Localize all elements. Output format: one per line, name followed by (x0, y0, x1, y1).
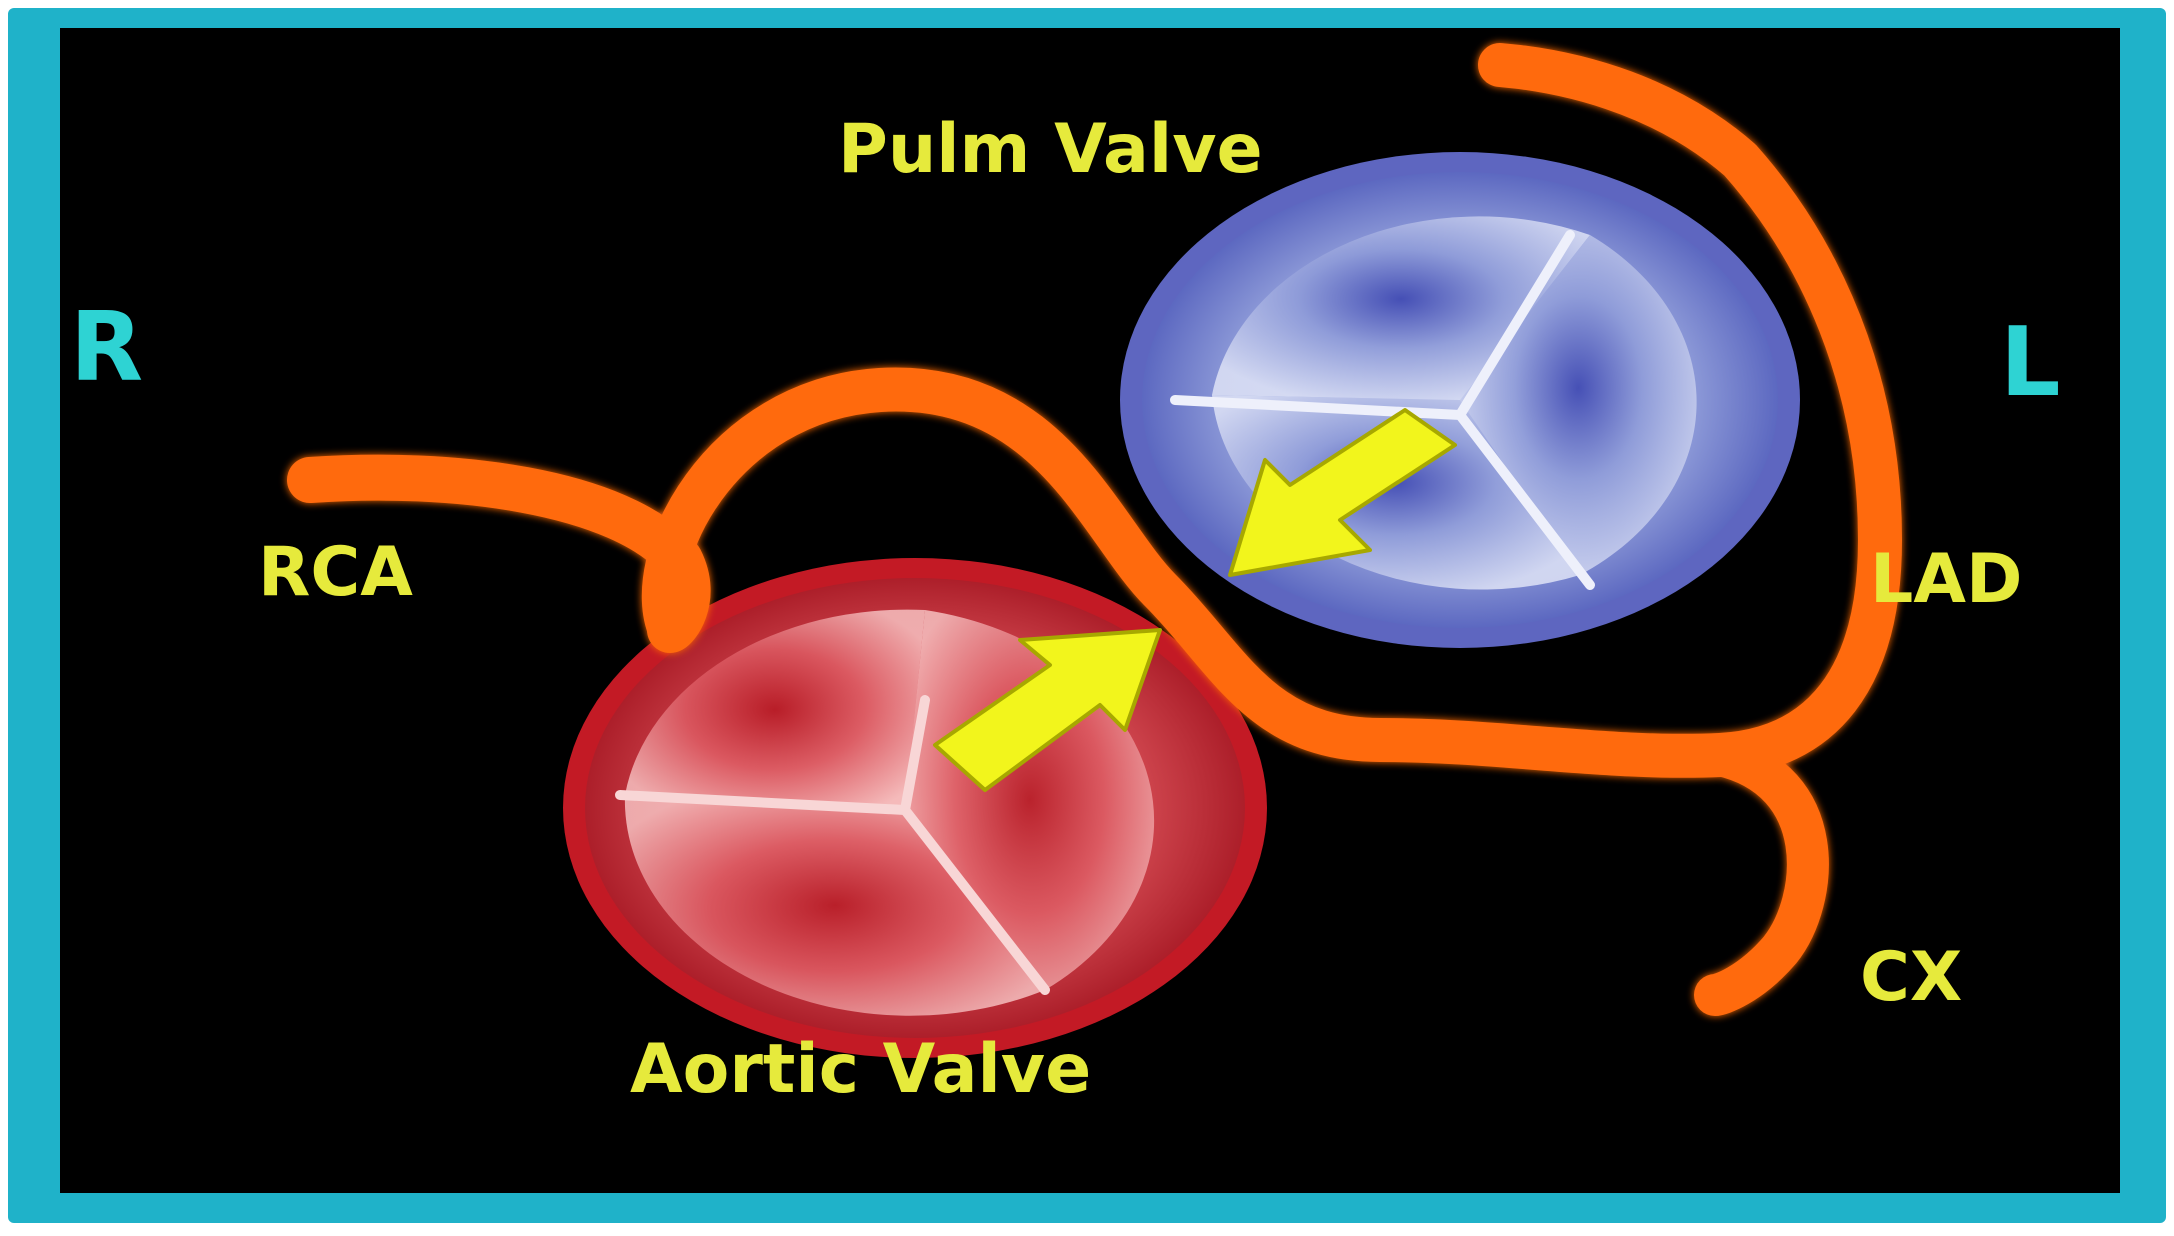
pulm-valve-label: Pulm Valve (838, 110, 1263, 189)
pulmonary-valve-icon (1120, 152, 1800, 648)
cx-label: CX (1860, 938, 1962, 1017)
rca-label: RCA (258, 533, 413, 612)
right-side-label: R (70, 293, 143, 403)
left-side-label: L (2000, 308, 2061, 418)
lad-label: LAD (1870, 540, 2022, 619)
aortic-valve-label: Aortic Valve (630, 1030, 1091, 1109)
